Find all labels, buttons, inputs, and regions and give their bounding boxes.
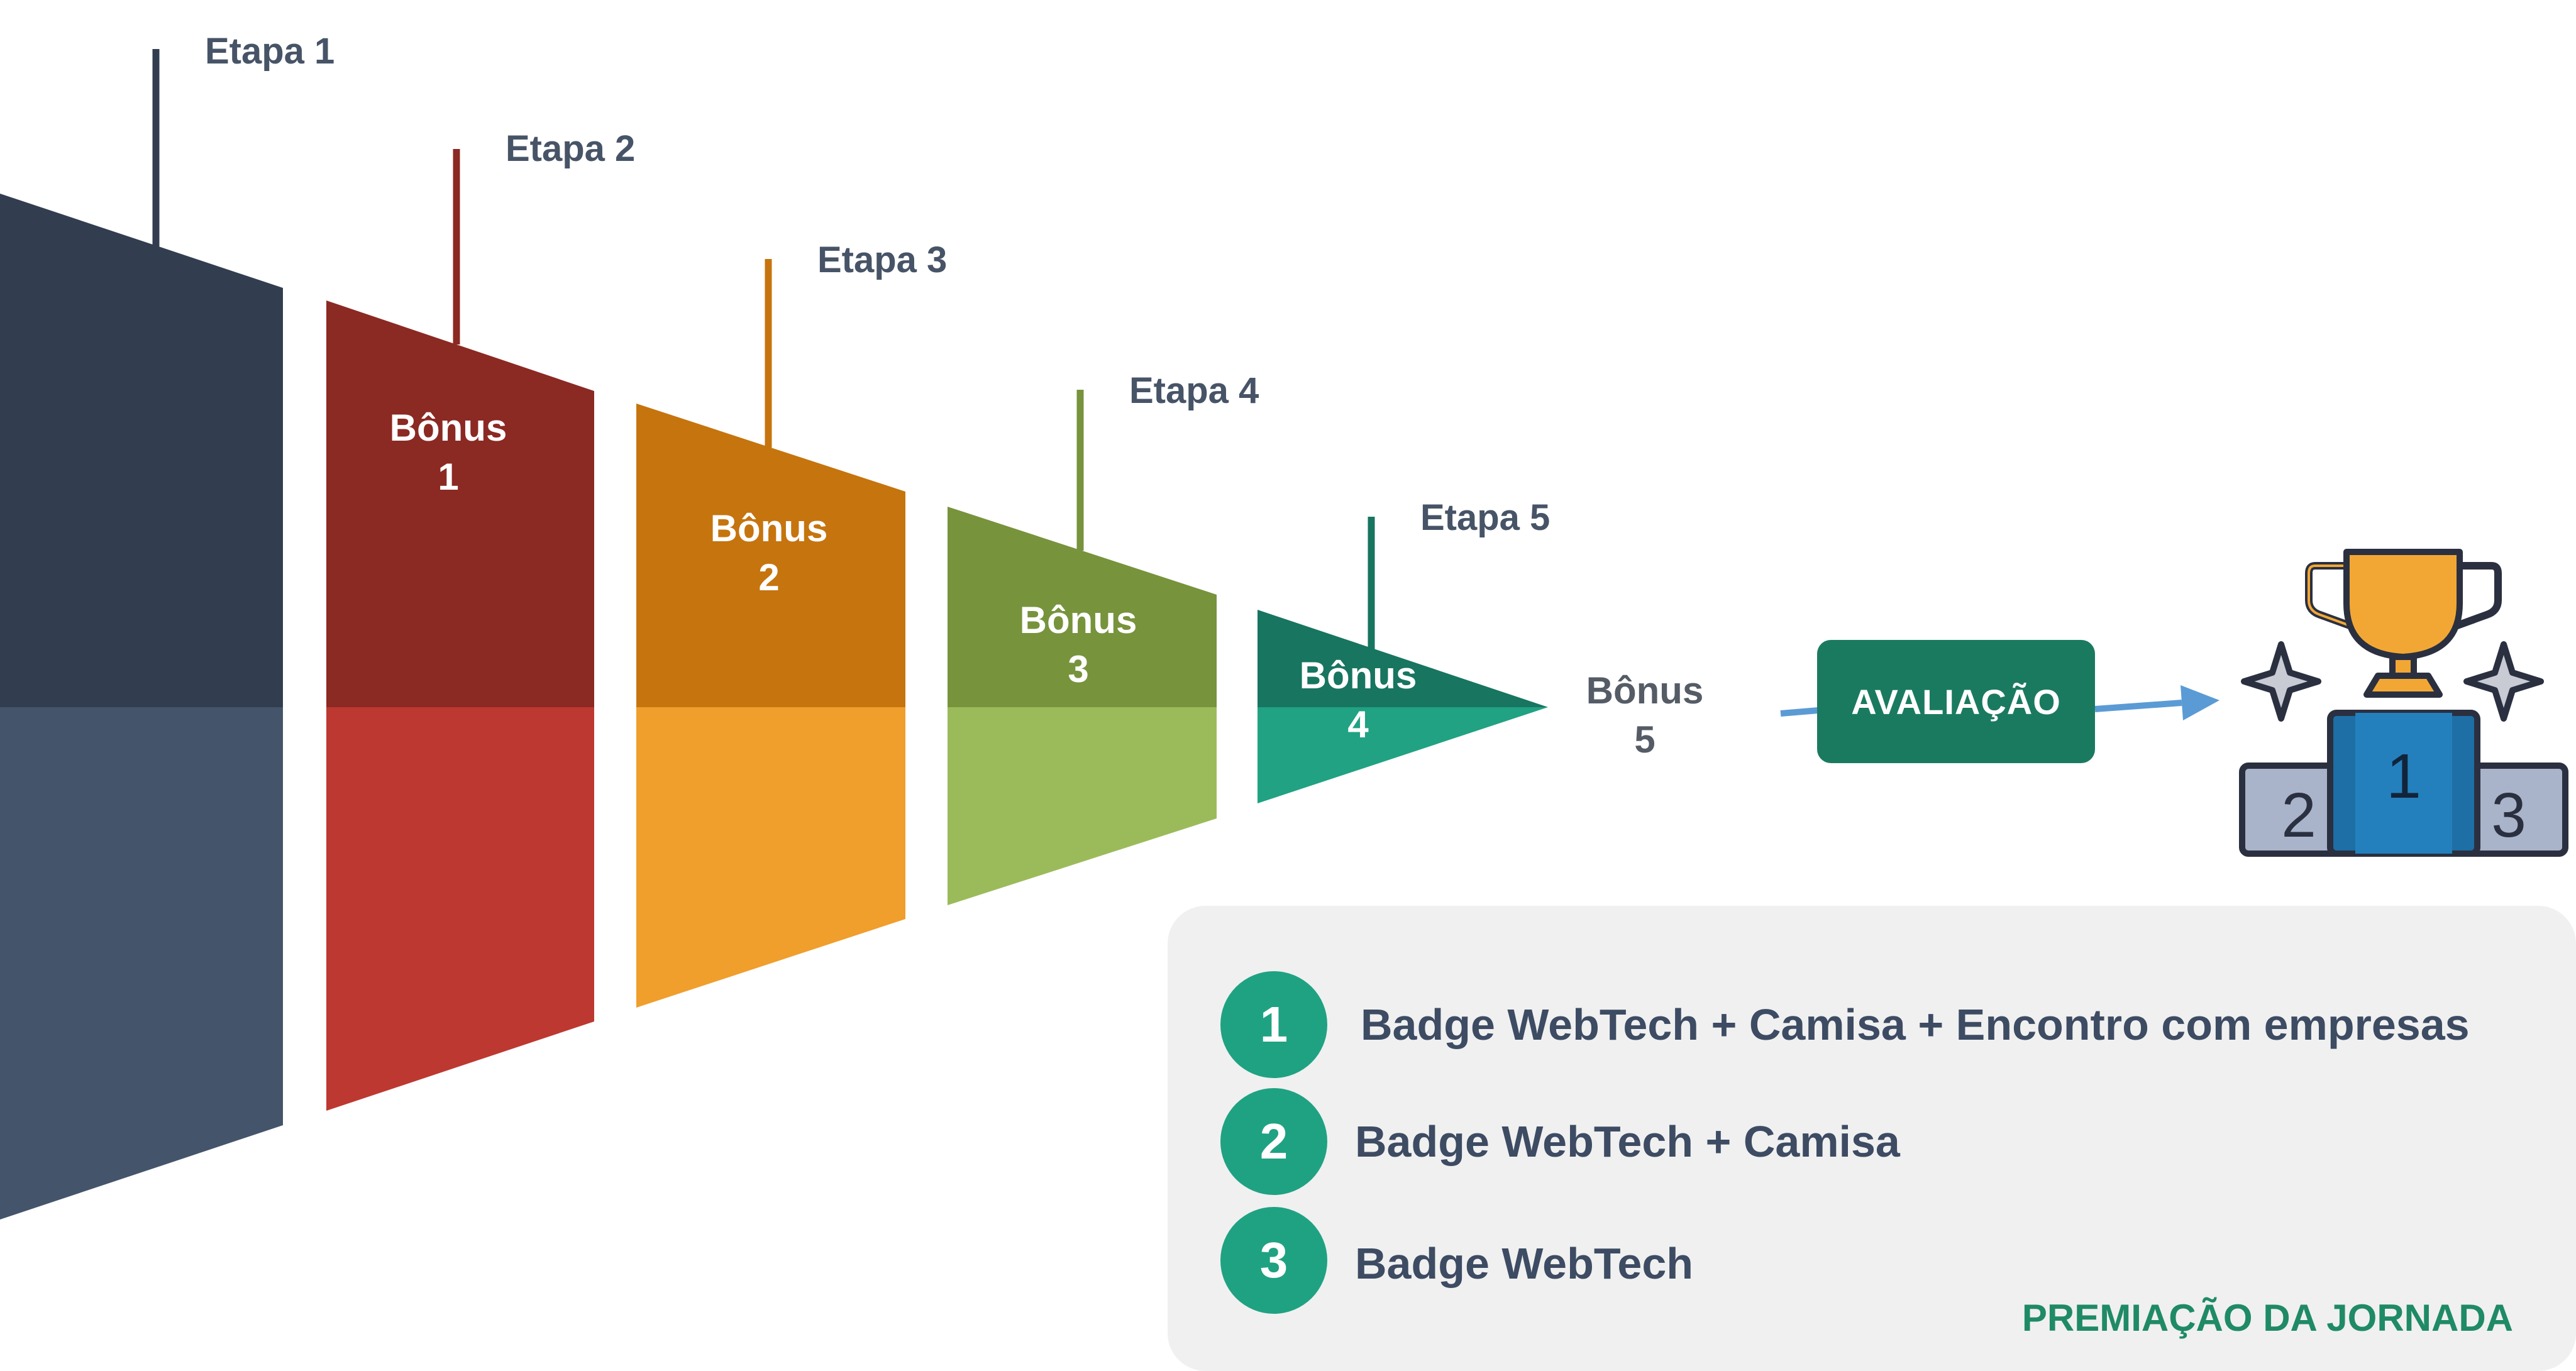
stage-4-label: Etapa 4 [1129,370,1259,411]
bonus-4-number: 4 [1347,703,1369,746]
stage-2-top [326,300,594,707]
bonus-5-word: Bônus [1586,669,1704,712]
podium-first-face [2355,713,2452,854]
bonus-2-label: Bônus 2 [675,504,863,602]
stage-4-top [948,507,1217,707]
bonus-1-label: Bônus 1 [354,404,543,502]
prize-row-3: 3 Badge WebTech [1168,1207,2576,1314]
bonus-3-word: Bônus [1019,599,1137,641]
stage-4-bottom [948,707,1217,905]
stage-1-block [0,49,283,1220]
sparkle-right-icon [2463,641,2544,722]
sparkle-left-icon [2241,641,2321,722]
stage-5-bottom [1258,707,1548,803]
prize-1-text: Badge WebTech + Camisa + Encontro com em… [1361,1000,2470,1049]
bonus-4-word: Bônus [1299,654,1417,697]
trophy-handle-left-fill [2308,564,2355,629]
stage-3-block [636,259,905,1008]
prize-row-1: 1 Badge WebTech + Camisa + Encontro com … [1168,971,2576,1078]
bonus-4-label: Bônus 4 [1264,651,1452,749]
trophy-handle-right [2450,562,2502,631]
stage-3-bottom [636,707,905,1008]
bonus-2-word: Bônus [710,507,828,549]
stage-5-top [1258,610,1548,707]
bonus-5-number: 5 [1634,719,1656,761]
prize-3-text: Badge WebTech [1355,1239,1694,1288]
bonus-5-label: Bônus 5 [1551,666,1739,764]
trophy-base [2363,673,2443,698]
prize-row-2: 2 Badge WebTech + Camisa [1168,1088,2576,1195]
stage-3-label: Etapa 3 [817,240,948,280]
prize-rank-1-badge: 1 [1220,971,1327,1078]
prize-panel-title: PREMIAÇÃO DA JORNADA [2021,1297,2513,1339]
stage-3-top [636,404,905,707]
arrowhead-icon [2181,685,2219,720]
podium-place-2: 2 [2281,780,2316,851]
stage-5-label: Etapa 5 [1420,497,1551,538]
bonus-3-label: Bônus 3 [984,596,1173,694]
prize-rank-2-badge: 2 [1220,1088,1327,1195]
flow-arrow-to-evaluation [1780,707,1819,717]
prize-2-text: Badge WebTech + Camisa [1355,1117,1900,1166]
bonus-1-word: Bônus [389,407,507,449]
evaluation-box: AVALIAÇÃO [1817,640,2095,763]
stage-5-block [1258,517,1548,803]
trophy-cup [2343,549,2463,660]
bonus-1-number: 1 [438,456,459,498]
prize-rank-3-badge: 3 [1220,1207,1327,1314]
stage-2-block [326,149,594,1111]
evaluation-label: AVALIAÇÃO [1851,681,2061,722]
stage-1-bottom [0,707,283,1220]
stage-1-label: Etapa 1 [205,31,335,72]
bonus-3-number: 3 [1068,648,1089,690]
stage-2-bottom [326,707,594,1111]
prize-panel: 1 Badge WebTech + Camisa + Encontro com … [1168,906,2576,1371]
flow-arrow-to-podium [2094,700,2182,712]
stage-4-block [948,390,1217,905]
stage-2-label: Etapa 2 [506,128,636,169]
trophy-podium-icon [2239,549,2568,857]
podium-place-1: 1 [2386,741,2421,812]
podium-place-3: 3 [2491,780,2526,851]
bonus-2-number: 2 [758,556,780,598]
stage-1-top [0,194,283,707]
